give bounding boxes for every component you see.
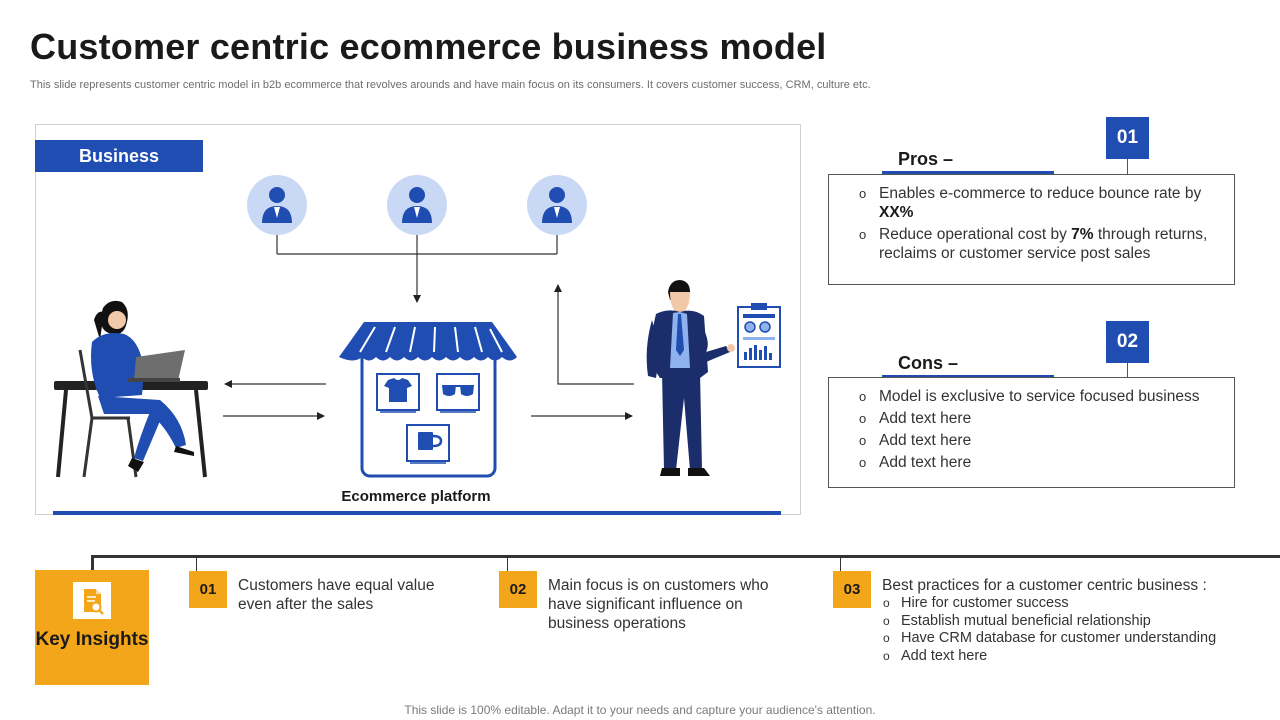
timeline-tick [196,557,197,577]
bullet: o [883,613,890,628]
pros-badge-stem [1127,159,1128,175]
timeline-tick [507,557,508,577]
flow-arrows [223,284,634,420]
insight-text: Customers have equal value even after th… [238,577,435,613]
pros-item: o Reduce operational cost by 7% through … [859,226,1208,262]
platform-label: Ecommerce platform [341,488,491,505]
insight-number: 03 [833,571,871,608]
user-connector [276,235,558,303]
key-insights-icon-frame [73,582,111,619]
key-insights-label: Key Insights [35,629,149,650]
bullet: o [859,389,867,404]
document-search-icon [84,589,104,615]
bullet: o [859,433,867,448]
bullet: o [883,596,890,610]
businessman [646,280,735,476]
bullet: o [859,227,867,242]
pros-panel: o Enables e-commerce to reduce bounce ra… [828,174,1235,285]
insight-text: Main focus is on customers who have sign… [548,577,769,632]
user-icon [527,175,587,235]
bullet: o [883,648,890,663]
timeline-drop [91,556,94,571]
pros-item: o Enables e-commerce to reduce bounce ra… [859,185,1202,221]
cons-badge-stem [1127,363,1128,378]
cons-heading: Cons – [898,353,959,373]
bullet: o [859,186,867,201]
cons-badge: 02 [1106,321,1149,363]
pros-badge: 01 [1106,117,1149,159]
report-clipboard-icon [737,303,781,368]
sunglasses-icon [436,373,480,413]
insight-number: 01 [189,571,227,608]
insight-number: 02 [499,571,537,608]
user-icon [387,175,447,235]
bullet: o [859,411,867,426]
footer-note: This slide is 100% editable. Adapt it to… [404,703,876,717]
pros-heading: Pros – [898,149,954,169]
bullet: o [883,631,890,646]
user-icon [247,175,307,235]
customer-at-laptop [54,300,208,478]
page-title: Customer centric ecommerce business mode… [30,26,827,67]
pros-underline [882,171,1054,175]
timeline-tick [840,557,841,577]
business-label: Business [35,140,203,172]
timeline-line [91,555,1280,558]
page-subtitle: This slide represents customer centric m… [30,79,871,91]
diagram-underline [53,511,781,515]
mug-icon [406,424,450,464]
bullet: o [859,455,867,470]
tshirt-icon [376,373,420,413]
insight-text: Best practices for a customer centric bu… [882,577,1207,594]
